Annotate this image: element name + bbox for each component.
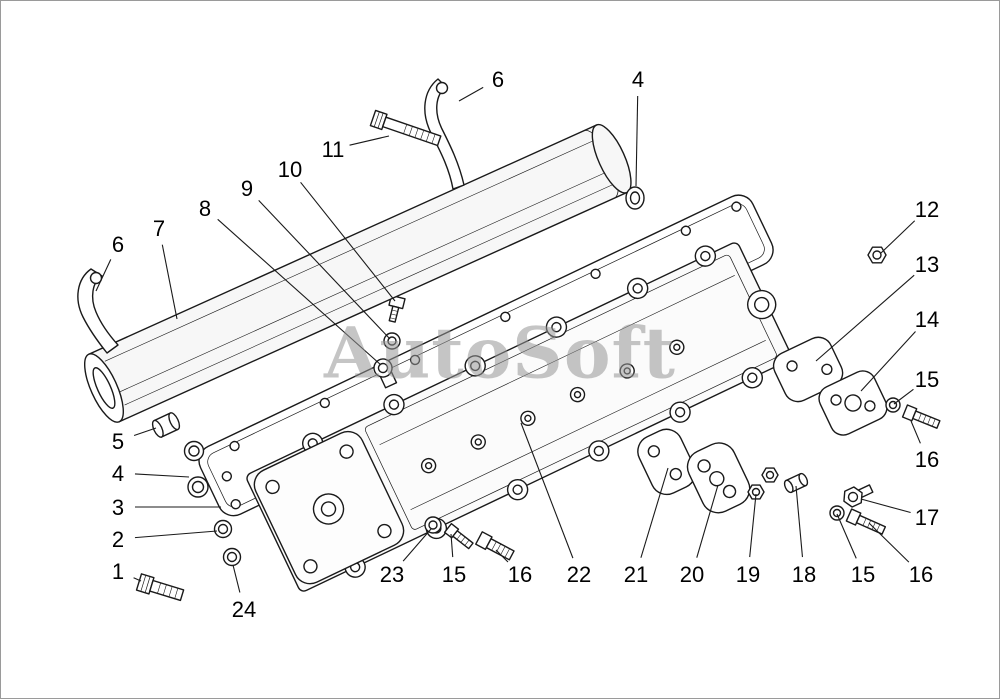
leader-line-4 — [635, 95, 639, 187]
bolt-15-bottom-left — [443, 522, 474, 550]
fitting-17 — [843, 484, 874, 508]
leader-line-15 — [836, 513, 857, 559]
flange-20 — [686, 442, 751, 514]
leader-line-6 — [95, 259, 112, 292]
housing-end-cover — [253, 430, 405, 585]
part-number-label-13: 13 — [915, 252, 939, 277]
nipple-18 — [783, 472, 809, 494]
part-number-label-16: 16 — [915, 447, 939, 472]
leader-line-24 — [232, 564, 241, 593]
leader-lines — [95, 86, 921, 593]
bushing-5 — [151, 412, 181, 438]
cooler-housing — [246, 242, 792, 592]
bolt-1 — [135, 573, 185, 602]
cover-plate-14 — [818, 370, 888, 436]
leader-line-15 — [450, 533, 454, 558]
gasket-corner-washers — [213, 519, 242, 567]
leader-line-20 — [696, 484, 719, 558]
leader-line-16 — [910, 420, 921, 444]
part-number-label-1: 1 — [112, 559, 124, 584]
part-number-label-10: 10 — [278, 157, 302, 182]
bolt-head-19b — [761, 467, 779, 483]
part-number-label-24: 24 — [232, 597, 256, 622]
leader-line-22 — [520, 422, 574, 559]
leader-line-8 — [217, 218, 382, 366]
leader-line-7 — [161, 244, 178, 320]
mounting-bracket-top — [424, 78, 465, 190]
leader-line-21 — [640, 467, 669, 558]
part-number-label-21: 21 — [624, 562, 648, 587]
part-number-label-20: 20 — [680, 562, 704, 587]
part-number-label-11: 11 — [322, 137, 345, 162]
cooler-tube — [84, 123, 632, 423]
leader-line-10 — [300, 181, 396, 302]
part-number-label-5: 5 — [112, 429, 124, 454]
part-number-label-3: 3 — [112, 495, 124, 520]
part-number-label-14: 14 — [915, 307, 939, 332]
bolt-16-bottom-right — [845, 508, 887, 535]
leader-line-16 — [495, 549, 509, 563]
leader-line-14 — [860, 331, 916, 392]
leader-line-18 — [795, 485, 804, 558]
leader-line-16 — [868, 522, 910, 563]
leader-line-12 — [880, 220, 916, 254]
leader-line-13 — [815, 274, 915, 362]
leader-line-5 — [133, 427, 157, 437]
leader-line-9 — [258, 199, 391, 340]
ring-4-lower — [187, 476, 209, 498]
part-number-label-15: 15 — [851, 562, 875, 587]
leader-line-2 — [134, 530, 218, 539]
leader-line-19 — [749, 493, 757, 558]
part-number-label-23: 23 — [380, 562, 404, 587]
part-number-label-8: 8 — [199, 196, 211, 221]
bolt-16-right — [901, 404, 941, 429]
bolt-11 — [369, 109, 442, 147]
ring-4-upper — [183, 440, 205, 462]
flange-21 — [637, 428, 697, 496]
leader-line-17 — [860, 498, 911, 514]
part-number-label-22: 22 — [567, 562, 591, 587]
leader-line-15 — [893, 388, 914, 405]
part-number-label-4: 4 — [112, 461, 124, 486]
washer-15-right — [885, 397, 901, 413]
leader-line-6 — [458, 86, 484, 102]
ring-4-top — [625, 186, 645, 210]
leader-line-11 — [349, 135, 390, 146]
washer-23 — [424, 516, 442, 534]
part-number-label-2: 2 — [112, 527, 124, 552]
part-number-label-17: 17 — [915, 505, 939, 530]
part-number-label-4: 4 — [632, 67, 644, 92]
part-number-label-15: 15 — [442, 562, 466, 587]
part-number-label-19: 19 — [736, 562, 760, 587]
part-number-label-9: 9 — [241, 176, 253, 201]
part-number-label-12: 12 — [915, 197, 939, 222]
washer-15-bottom-right — [829, 505, 845, 521]
part-number-label-15: 15 — [915, 367, 939, 392]
bolt-head-19a — [747, 484, 765, 500]
mounting-bracket-left — [77, 268, 119, 354]
part-number-label-18: 18 — [792, 562, 816, 587]
plug-12 — [867, 246, 887, 264]
part-number-label-6: 6 — [492, 67, 504, 92]
leader-line-23 — [402, 528, 432, 562]
bolt-16-bottom-left — [475, 531, 515, 561]
part-number-label-16: 16 — [909, 562, 933, 587]
part-number-label-6: 6 — [112, 232, 124, 257]
leader-line-1 — [133, 577, 142, 582]
leader-line-4 — [134, 473, 190, 478]
part-number-label-7: 7 — [153, 216, 165, 241]
part-number-label-16: 16 — [508, 562, 532, 587]
